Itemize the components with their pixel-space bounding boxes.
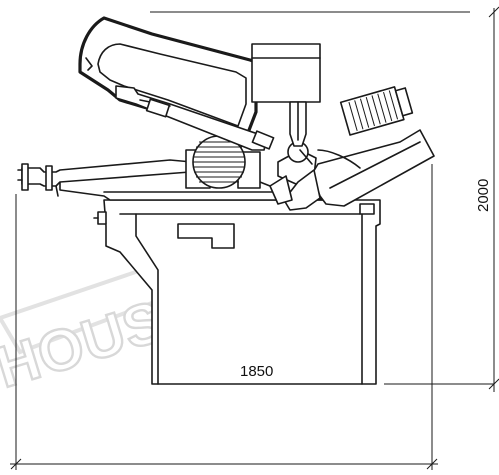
motor-hatching (348, 90, 399, 132)
motor (339, 86, 414, 136)
width-dimension-label: 1850 (240, 363, 273, 380)
gearbox (251, 43, 321, 147)
support-strut (269, 129, 435, 211)
height-dimension-label: 2000 (475, 179, 492, 212)
vise-and-stock (185, 135, 261, 189)
stock-hatching (193, 141, 245, 183)
machine-base (93, 199, 381, 385)
dimension-height: 2000 (150, 6, 499, 392)
dimension-width: 1850 (10, 164, 438, 470)
saw-bow (78, 16, 317, 185)
